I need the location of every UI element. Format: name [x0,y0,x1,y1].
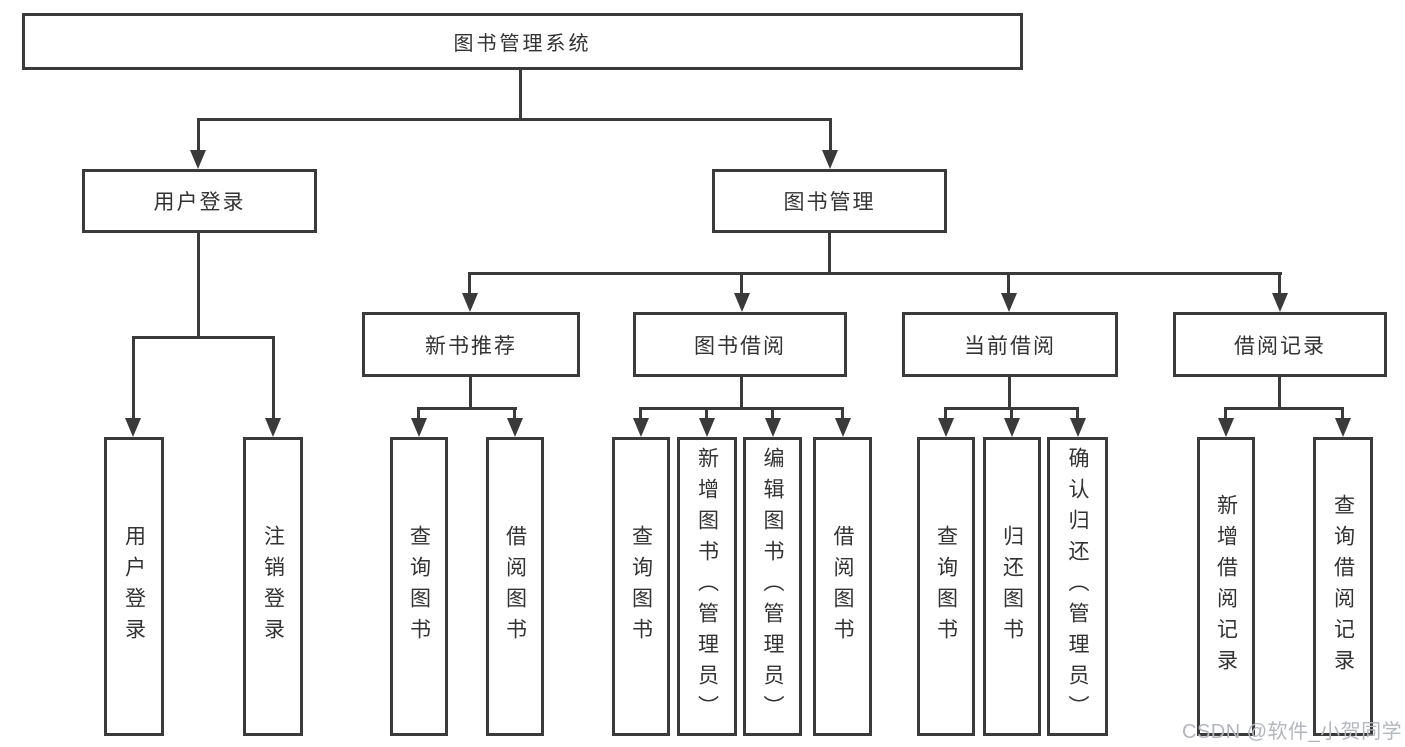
node-label: 编辑图书（管理员） [761,447,784,726]
node-label: 查询图书 [934,524,958,649]
node-book-management: 图书管理 [712,169,947,233]
connector-line [417,407,420,422]
leaf-current-return: 归还图书 [983,437,1041,736]
node-label: 新增借阅记录 [1214,493,1238,680]
arrow-down-icon [1001,293,1017,312]
connector-line [639,407,642,422]
arrow-down-icon [1335,418,1351,437]
connector-line [132,336,135,422]
arrow-down-icon [734,293,750,312]
node-borrow-records: 借阅记录 [1173,312,1387,377]
node-label: 借阅记录 [1234,334,1326,358]
node-label: 查询图书 [629,524,653,649]
connector-line [828,233,831,275]
node-user-login: 用户登录 [82,169,317,233]
connector-line [771,407,774,422]
connector-line [841,407,844,422]
connector-line [272,336,275,422]
connector-line [1008,377,1011,410]
node-label: 新书推荐 [425,334,517,358]
connector-line [519,70,522,120]
node-label: 借阅图书 [503,524,527,649]
leaf-current-confirm-admin: 确认归还（管理员） [1047,437,1108,736]
csdn-watermark: CSDN @软件_小贺同学 [1182,721,1403,743]
connector-line [740,377,743,410]
node-root-library-system: 图书管理系统 [22,13,1023,70]
node-current-borrow: 当前借阅 [902,312,1118,377]
leaf-borrow-borrow: 借阅图书 [813,437,872,736]
connector-line [132,336,275,339]
leaf-logout: 注销登录 [243,437,303,736]
connector-line [469,272,1282,275]
leaf-current-query: 查询图书 [917,437,975,736]
arrow-down-icon [1004,418,1020,437]
leaf-newbook-borrow: 借阅图书 [486,437,544,736]
connector-line [640,407,844,410]
connector-line [740,272,743,298]
connector-line [829,118,832,153]
connector-line [197,118,200,153]
connector-line [1278,377,1281,410]
leaf-borrow-query: 查询图书 [612,437,670,736]
connector-line [1010,407,1013,422]
arrow-down-icon [125,418,141,437]
leaf-newbook-query: 查询图书 [390,437,448,736]
node-label: 新增图书（管理员） [695,447,719,726]
connector-line [1225,407,1344,410]
connector-line [1341,407,1344,422]
arrow-down-icon [1218,418,1234,437]
arrow-down-icon [265,418,281,437]
arrow-down-icon [765,418,781,437]
connector-line [1076,407,1079,422]
connector-line [944,407,947,422]
leaf-record-query: 查询借阅记录 [1313,437,1373,736]
arrow-down-icon [822,150,838,169]
connector-line [1224,407,1227,422]
node-label: 归还图书 [1000,524,1024,649]
node-label: 用户登录 [122,524,146,649]
connector-line [468,272,471,298]
node-label: 注销登录 [261,524,285,649]
node-new-book-recommend: 新书推荐 [362,312,580,377]
arrow-down-icon [1070,418,1086,437]
leaf-record-add: 新增借阅记录 [1197,437,1255,736]
connector-line [705,407,708,422]
leaf-user-login: 用户登录 [104,437,164,736]
arrow-down-icon [411,418,427,437]
node-label: 图书管理系统 [453,33,592,55]
node-label: 借阅图书 [831,524,854,649]
connector-line [197,118,832,121]
arrow-down-icon [190,150,206,169]
arrow-down-icon [462,293,478,312]
connector-line [418,407,517,410]
connector-line [469,377,472,410]
node-label: 图书管理 [783,191,876,214]
node-book-borrow: 图书借阅 [633,312,847,377]
arrow-down-icon [938,418,954,437]
leaf-borrow-edit-admin: 编辑图书（管理员） [743,437,802,736]
arrow-down-icon [633,418,649,437]
arrow-down-icon [699,418,715,437]
connector-line [513,407,516,422]
node-label: 当前借阅 [964,334,1056,358]
arrow-down-icon [835,418,851,437]
leaf-borrow-add-admin: 新增图书（管理员） [677,437,737,736]
node-label: 图书借阅 [694,334,786,358]
connector-line [197,233,200,339]
connector-line [1007,272,1010,298]
node-label: 用户登录 [153,191,246,214]
connector-line [1278,272,1281,298]
node-label: 查询借阅记录 [1331,493,1355,680]
arrow-down-icon [1272,293,1288,312]
node-label: 查询图书 [407,524,431,649]
arrow-down-icon [507,418,523,437]
node-label: 确认归还（管理员） [1066,447,1089,726]
